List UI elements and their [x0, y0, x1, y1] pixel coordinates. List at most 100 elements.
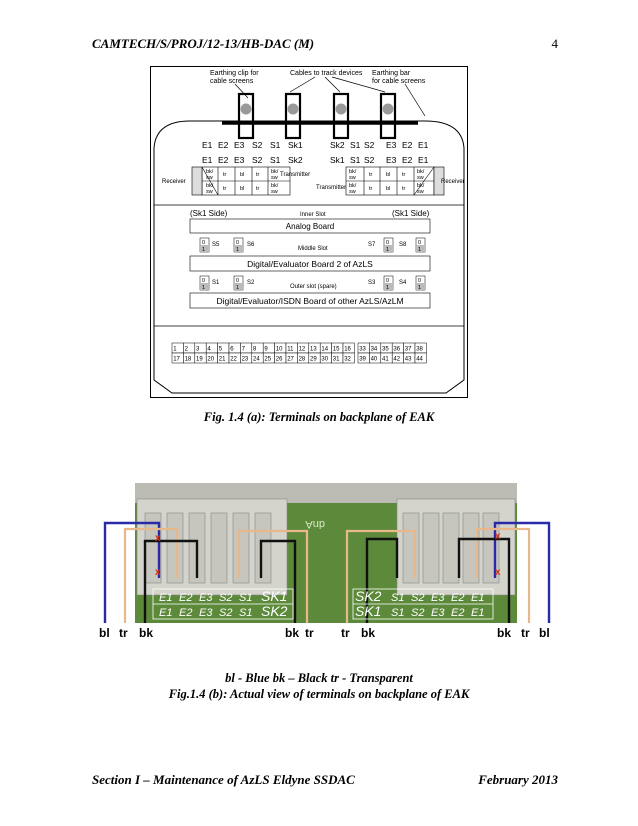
transmitter-right: Transmitter — [316, 185, 346, 191]
terminal-number: 22 — [230, 357, 237, 363]
right-wc-sw2: sw — [417, 175, 424, 181]
left-wc-sw1: sw — [206, 175, 213, 181]
svg-text:x: x — [495, 567, 501, 578]
terminal-strip-right — [352, 588, 494, 620]
terminal-cell — [414, 352, 427, 364]
left-wc-sw2: sw — [271, 175, 278, 181]
svg-text:x: x — [155, 533, 161, 544]
row1-left-2: E3 — [234, 140, 245, 150]
outer-slot-label: Outer slot (spare) — [290, 284, 337, 290]
switch-s1: S1 — [212, 280, 220, 286]
receiver-right: Receiver — [441, 179, 465, 185]
sw4-bit1: 1 — [418, 285, 421, 291]
strip-r-bot-0: SK1 — [355, 603, 381, 619]
strip-r-bot-2: S2 — [411, 607, 424, 619]
strip-r-top-4: E2 — [451, 592, 464, 604]
row1-left-5: Sk1 — [288, 140, 303, 150]
sk1-side-right: (Sk1 Side) — [392, 209, 430, 218]
terminal-number: 28 — [299, 357, 306, 363]
terminal-number: 33 — [359, 347, 366, 353]
terminal-number: 44 — [416, 357, 423, 363]
label-left-bl: bl — [99, 626, 110, 640]
row2-right-1: S1 — [350, 155, 361, 165]
label-midl-tr: tr — [305, 626, 314, 640]
row1-right-1: S1 — [350, 140, 361, 150]
analog-board-box — [189, 218, 431, 234]
terminal-number: 26 — [276, 357, 283, 363]
terminal-number: 19 — [196, 357, 203, 363]
terminal-number: 1 — [173, 347, 177, 353]
middle-switches: 0 1 0 1 0 1 0 1 — [199, 237, 426, 253]
switch-s4: S4 — [399, 280, 407, 286]
strip-r-top-2: S2 — [411, 592, 424, 604]
wires-black — [143, 537, 511, 623]
switch-s8: S8 — [399, 242, 407, 248]
switch-s5: S5 — [212, 242, 220, 248]
strip-r-top-1: S1 — [391, 592, 404, 604]
terminal-number: 8 — [253, 347, 257, 353]
wire-strip-right — [345, 166, 445, 196]
figure-a-caption: Fig. 1.4 (a): Terminals on backplane of … — [203, 410, 435, 424]
left-wc-bl1: bl — [240, 172, 244, 178]
right-wc-bk2: bk/ — [417, 169, 425, 175]
terminal-number: 23 — [242, 357, 249, 363]
row2-left-1: E2 — [218, 155, 229, 165]
terminal-number: 29 — [310, 357, 317, 363]
row2-right-4: E2 — [402, 155, 413, 165]
terminal-number: 7 — [242, 347, 246, 353]
footer-date: February 2013 — [478, 772, 558, 787]
sw5-bit0: 0 — [202, 240, 205, 246]
strip-l-top-1: E2 — [179, 592, 192, 604]
svg-text:x: x — [495, 531, 501, 542]
terminal-cell — [342, 352, 355, 364]
row2-left-3: S2 — [252, 155, 263, 165]
strip-l-top-0: E1 — [159, 592, 172, 604]
right-wc-tr3: tr — [369, 186, 373, 192]
switch-s6: S6 — [247, 242, 255, 248]
callout-cables: Cables to track devices — [290, 70, 363, 77]
sw7-bit0: 0 — [386, 240, 389, 246]
left-wc-bk1: bk/ — [206, 169, 214, 175]
right-wc-sw4: sw — [417, 189, 424, 195]
row2-left-4: S1 — [270, 155, 281, 165]
strip-l-bot-4: S1 — [239, 607, 252, 619]
label-right-tr: tr — [521, 626, 530, 640]
right-wc-bk1: bk/ — [349, 169, 357, 175]
callout-earthing-clip-2: cable screens — [210, 78, 254, 85]
sw2-bit1: 1 — [236, 285, 239, 291]
figure-b-caption: Fig.1.4 (b): Actual view of terminals on… — [168, 687, 470, 701]
wires-blue — [103, 521, 551, 623]
left-wc-sw4: sw — [271, 189, 278, 195]
board2-label: Digital/Evaluator Board 2 of AzLS — [247, 259, 373, 269]
terminal-number: 14 — [321, 347, 328, 353]
figure-b-photo-illustration: dnA xx xx E1 E2 E3 S2 S1 SK1 E1 E2 E3 S2… — [99, 483, 551, 640]
figure-a-backplane-diagram: Earthing clip for cable screens Cables t… — [150, 66, 468, 398]
row1-right-4: E2 — [402, 140, 413, 150]
row1-right-2: S2 — [364, 140, 375, 150]
row2-right-0: Sk1 — [330, 155, 345, 165]
strip-r-bot-3: E3 — [431, 607, 445, 619]
label-right-bk: bk — [497, 626, 511, 640]
terminal-number: 2 — [185, 347, 189, 353]
left-wc-bk4: bk/ — [271, 183, 279, 189]
sw7-bit1: 1 — [386, 247, 389, 253]
analog-board-label: Analog Board — [286, 222, 334, 231]
page-header: CAMTECH/S/PROJ/12-13/HB-DAC (M) 4 — [92, 36, 558, 52]
sw2-bit0: 0 — [236, 278, 239, 284]
right-wc-bl2: bl — [386, 186, 390, 192]
right-wc-sw3: sw — [349, 189, 356, 195]
board3-box — [189, 292, 431, 309]
right-wc-tr4: tr — [402, 186, 406, 192]
terminal-number: 30 — [321, 357, 328, 363]
svg-text:x: x — [155, 567, 161, 578]
strip-r-bot-5: E1 — [471, 607, 484, 619]
strip-l-bot-1: E2 — [179, 607, 192, 619]
doc-reference: CAMTECH/S/PROJ/12-13/HB-DAC (M) — [92, 36, 315, 51]
label-left-bk: bk — [139, 626, 153, 640]
terminal-number: 15 — [333, 347, 340, 353]
callout-earthing-bar-2: for cable screens — [372, 78, 426, 85]
error-markers: x x x x — [155, 531, 501, 578]
receiver-left: Receiver — [162, 179, 186, 185]
left-wc-tr2: tr — [256, 172, 260, 178]
